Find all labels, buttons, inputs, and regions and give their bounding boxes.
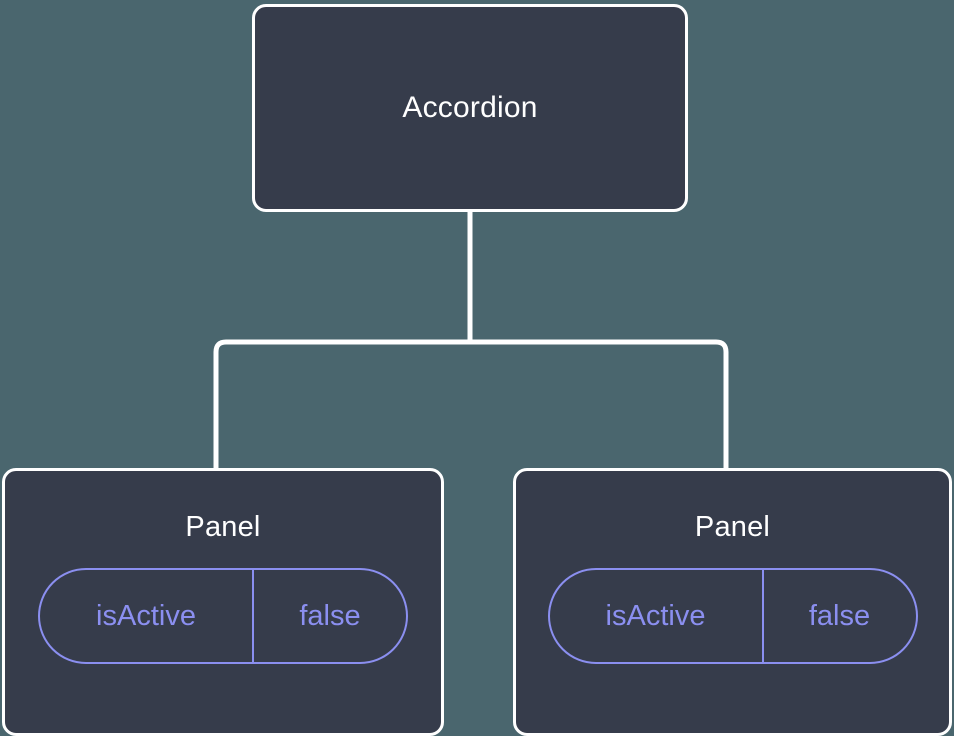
node-panel-2-property-value: false [808, 599, 871, 632]
node-panel-2-property-badge[interactable]: isActive false [547, 568, 918, 664]
node-accordion-label: Accordion [402, 91, 538, 124]
node-panel-1-property-badge[interactable]: isActive false [38, 568, 408, 664]
node-accordion[interactable]: Accordion [252, 4, 688, 212]
node-panel-1-label: Panel [185, 511, 261, 543]
node-panel-2-property-key: isActive [550, 570, 764, 662]
node-panel-1[interactable]: Panel isActive false [2, 468, 444, 736]
node-panel-2[interactable]: Panel isActive false [513, 468, 952, 736]
edge-root-to-right-panel [470, 339, 729, 470]
node-panel-2-label: Panel [694, 511, 771, 543]
node-panel-1-property-value: false [299, 599, 361, 632]
edge-root-to-left-panel [213, 339, 470, 470]
node-panel-1-property-key: isActive [40, 570, 254, 662]
